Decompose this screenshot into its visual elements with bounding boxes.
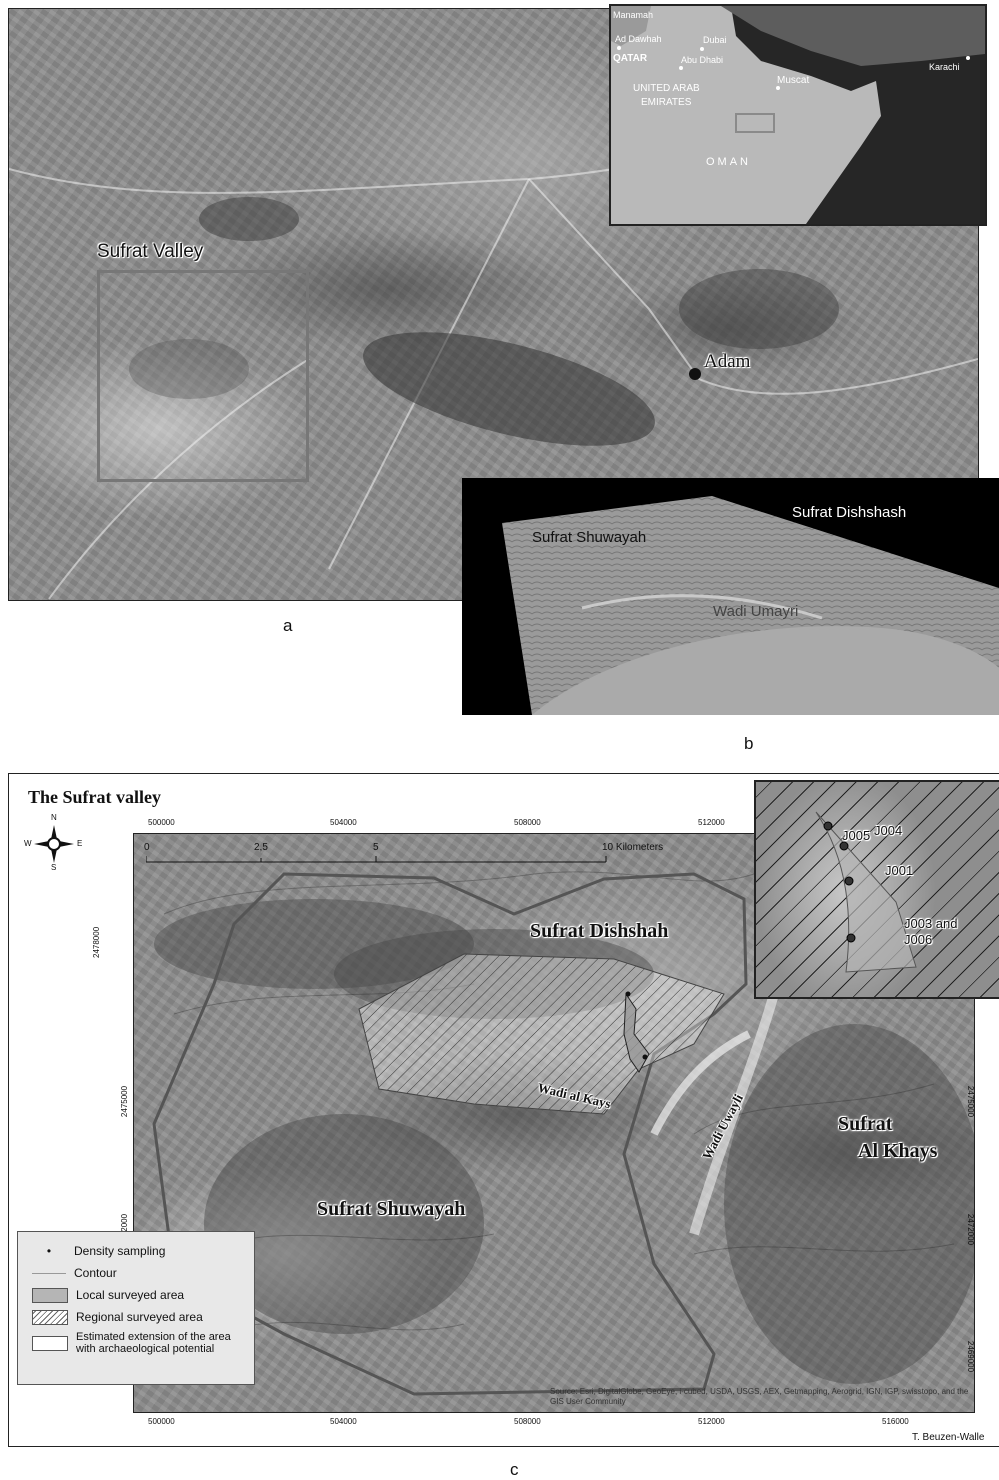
sample-j004: J004 [874, 823, 903, 838]
x-tick-bottom-1: 504000 [330, 1417, 357, 1426]
x-tick-top-2: 508000 [514, 818, 541, 827]
compass-s: S [51, 863, 57, 872]
compass-n: N [51, 813, 57, 822]
adam-marker [689, 368, 701, 380]
shuwayah-label: Sufrat Shuwayah [317, 1198, 466, 1220]
x-tick-bottom-4: 516000 [882, 1417, 909, 1426]
estimated-area-swatch [32, 1335, 68, 1351]
scale-tick-1: 2,5 [254, 842, 268, 853]
caption-a: a [283, 616, 293, 635]
legend-text-regional: Regional surveyed area [76, 1310, 203, 1324]
dishshah-label: Sufrat Dishshah [530, 920, 669, 942]
x-tick-bottom-3: 512000 [698, 1417, 725, 1426]
y-tick-left-0: 2478000 [92, 926, 101, 958]
inset-place-6: EMIRATES [641, 97, 692, 108]
inset-place-0: Manamah [613, 10, 654, 20]
inset-locator-box [735, 113, 775, 133]
regional-inset-map: Manamah Ad Dawhah QATAR Dubai Abu Dhabi … [609, 4, 987, 226]
legend-row-regional: Regional surveyed area [32, 1306, 254, 1328]
scale-tick-2: 5 [373, 842, 379, 853]
density-sample-point [642, 1054, 648, 1060]
legend-row-estimated: Estimated extension of the area with arc… [32, 1328, 254, 1358]
shuwayah-3d-label: Sufrat Shuwayah [532, 529, 647, 546]
scale-tick-3: 10 Kilometers [602, 842, 664, 853]
archaeological-potential-outline [152, 872, 748, 1396]
khays-label-1: Sufrat [838, 1113, 893, 1135]
map-c-overlays [152, 871, 974, 1396]
legend-text-local: Local surveyed area [76, 1288, 185, 1302]
density-dot-icon: • [46, 1244, 52, 1258]
inset-land [611, 6, 985, 224]
perspective-view-b: Sufrat Shuwayah Sufrat Dishshash Wadi Um… [462, 478, 999, 715]
density-sample-point [625, 991, 631, 997]
compass-icon [34, 825, 74, 863]
scale-bar: 0 2,5 5 10 Kilometers [144, 842, 663, 870]
detail-inset-overlay [815, 811, 917, 973]
y-tick-right-3: 2469000 [966, 1340, 976, 1373]
legend-text-estimated: Estimated extension of the area with arc… [76, 1331, 231, 1355]
compass-e: E [77, 839, 83, 848]
inset-place-4: Abu Dhabi [681, 55, 724, 65]
x-tick-top-3: 512000 [698, 818, 725, 827]
legend: • Density sampling Contour Local surveye… [17, 1231, 255, 1385]
contour-line-icon [32, 1272, 66, 1274]
y-tick-right-1: 2475000 [966, 1085, 976, 1118]
local-survey-area [623, 992, 650, 1073]
x-tick-bottom-2: 508000 [514, 1417, 541, 1426]
caption-c: c [510, 1460, 519, 1479]
sampling-detail-inset: J005 J004 J001 J003 and J006 [754, 780, 999, 999]
sufrat-valley-label: Sufrat Valley [97, 241, 204, 262]
map-title: The Sufrat valley [28, 787, 161, 807]
regional-area-swatch [32, 1309, 68, 1325]
source-attribution: Source: Esri, DigitalGlobe, GeoEye, i-cu… [550, 1387, 969, 1406]
inset-place-7: Muscat [777, 75, 810, 86]
y-tick-left-1: 2475000 [120, 1085, 130, 1118]
perspective-terrain [502, 496, 999, 715]
dishshash-3d-label: Sufrat Dishshash [792, 504, 907, 521]
adam-label: Adam [704, 351, 751, 372]
inset-place-1: Ad Dawhah [615, 34, 662, 44]
inset-place-9: Karachi [929, 62, 960, 72]
legend-row-local: Local surveyed area [32, 1284, 254, 1306]
local-area-swatch [32, 1287, 68, 1303]
khays-label-2: Al Khays [858, 1140, 938, 1162]
y-tick-right-2: 2472000 [966, 1213, 976, 1246]
legend-row-density: • Density sampling [32, 1240, 254, 1262]
inset-place-5: UNITED ARAB [633, 83, 700, 94]
compass-rose: N S W E [24, 813, 84, 873]
satellite-map-c: Sufrat Dishshah Sufrat Shuwayah Wadi al … [133, 833, 975, 1413]
x-tick-top-0: 500000 [148, 818, 175, 827]
legend-text-contour: Contour [74, 1266, 117, 1280]
regional-survey-area [358, 953, 725, 1115]
terrain-overlay-a [9, 98, 978, 600]
scale-tick-0: 0 [144, 842, 150, 853]
x-tick-top-1: 504000 [330, 818, 357, 827]
sample-j003: J003 and [904, 916, 958, 931]
sample-j001: J001 [885, 863, 914, 878]
inset-place-8: OMAN [706, 156, 751, 168]
sample-j005: J005 [842, 828, 871, 843]
compass-w: W [24, 839, 32, 848]
umayri-3d-label: Wadi Umayri [713, 603, 799, 620]
sample-j006: J006 [904, 932, 933, 947]
inset-place-3: Dubai [703, 35, 727, 45]
study-area-box [97, 270, 309, 482]
map-credit: T. Beuzen-Walle [912, 1432, 985, 1443]
caption-b: b [744, 734, 754, 753]
legend-row-contour: Contour [32, 1262, 254, 1284]
legend-text-density: Density sampling [74, 1244, 166, 1258]
x-tick-bottom-0: 500000 [148, 1417, 175, 1426]
inset-place-2: QATAR [613, 53, 648, 64]
